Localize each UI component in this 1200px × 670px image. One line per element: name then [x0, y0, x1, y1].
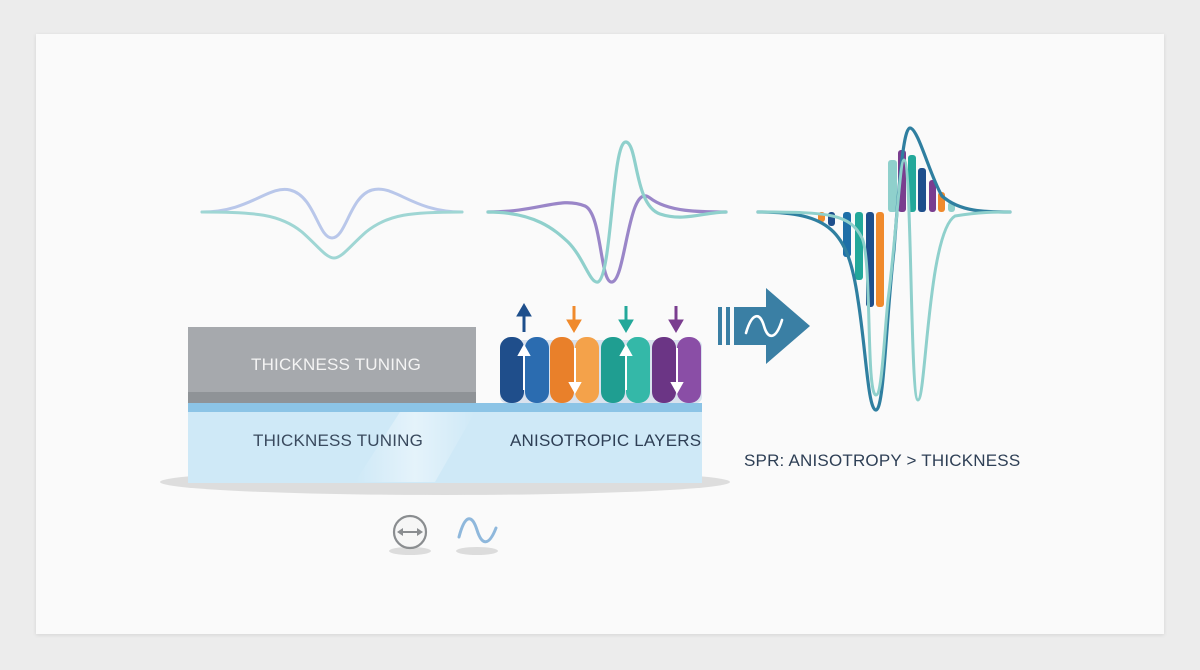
arrow-down-teal — [618, 306, 634, 333]
layer-purple-a — [652, 337, 676, 403]
polarization-arrows — [516, 303, 684, 333]
arrow-up-navy — [516, 303, 532, 332]
layer-orange-b — [575, 337, 599, 403]
layer-teal-b — [626, 337, 650, 403]
conclusion-label: SPR: ANISOTROPY > THICKNESS — [744, 451, 1021, 470]
enhanced-resonance-curve — [756, 126, 1012, 412]
signal-arrow-icon — [718, 288, 810, 364]
layer-purple-b — [677, 337, 701, 403]
arrow-down-purple — [668, 306, 684, 333]
thickness-dip-curve — [200, 187, 464, 260]
layer-navy-a — [500, 337, 524, 403]
thickness-tuning-label-bottom: THICKNESS TUNING — [253, 431, 424, 450]
arrow-down-orange — [566, 306, 582, 333]
thickness-block — [188, 327, 476, 403]
double-arrow-icon — [389, 514, 431, 555]
anisotropic-layer-stack — [500, 337, 702, 403]
layer-orange-a — [550, 337, 574, 403]
sine-wave-icon — [456, 517, 498, 555]
anisotropy-dispersive-curve — [486, 140, 728, 284]
layer-navy-b — [525, 337, 549, 403]
layer-teal-a — [601, 337, 625, 403]
anisotropic-layers-label: ANISOTROPIC LAYERS — [510, 431, 702, 450]
substrate-slab — [188, 403, 702, 483]
thickness-tuning-label-top: THICKNESS TUNING — [251, 355, 422, 374]
